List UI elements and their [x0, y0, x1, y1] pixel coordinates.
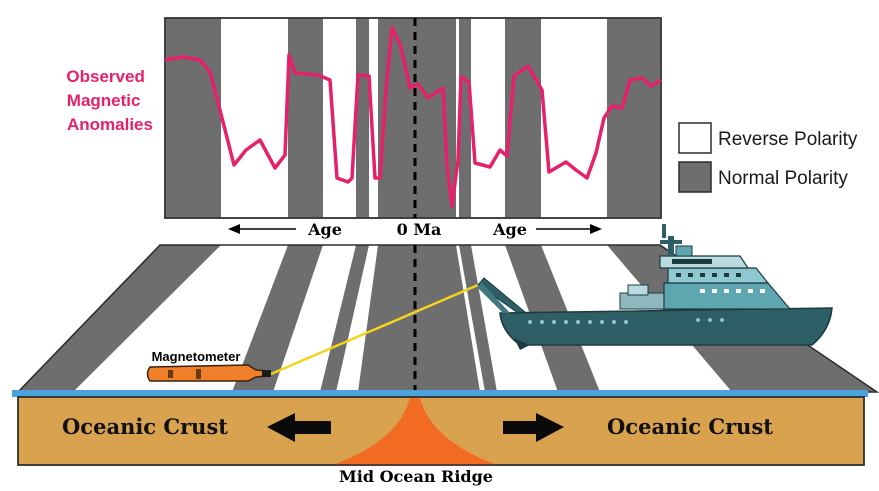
- research-vessel-icon: [477, 224, 833, 350]
- arrow-right-icon: [590, 224, 602, 234]
- crust-right-label: Oceanic Crust: [607, 414, 773, 439]
- polarity-stripes-panel: [164, 17, 662, 219]
- arrow-right-icon: [503, 413, 564, 442]
- normal-stripe: [356, 18, 369, 218]
- normal-stripe: [607, 18, 661, 218]
- magma-ridge-shape: [333, 397, 497, 465]
- crust-left-label: Oceanic Crust: [62, 414, 228, 439]
- arrow-left-icon: [267, 413, 331, 442]
- center-age-label: 0 Ma: [397, 220, 442, 239]
- anomaly-label-line: Observed: [66, 67, 144, 86]
- age-axis: Age 0 Ma Age: [228, 220, 602, 239]
- normal-stripe: [459, 18, 471, 218]
- ridge-label: Mid Ocean Ridge: [339, 467, 493, 486]
- legend-swatch-reverse: [678, 122, 712, 154]
- legend-reverse-label: Reverse Polarity: [718, 129, 858, 150]
- anomaly-label-line: Magnetic: [67, 91, 141, 110]
- anomaly-label: Observed Magnetic Anomalies: [66, 67, 153, 134]
- magnetic-anomaly-curve: [164, 26, 662, 208]
- tow-cable: [270, 283, 479, 376]
- legend-swatch-normal: [678, 161, 712, 193]
- magnetometer-label: Magnetometer: [152, 349, 241, 364]
- normal-stripe: [165, 18, 221, 218]
- sea-surface-line: [12, 390, 868, 397]
- legend-normal-label: Normal Polarity: [718, 168, 848, 189]
- age-right-label: Age: [492, 220, 527, 239]
- legend: Reverse Polarity Normal Polarity: [678, 122, 858, 193]
- age-left-label: Age: [307, 220, 342, 239]
- oceanic-crust-block: Oceanic Crust Oceanic Crust: [17, 396, 865, 466]
- normal-stripe: [288, 18, 323, 218]
- anomaly-label-line: Anomalies: [67, 115, 153, 134]
- magnetometer-icon: [146, 364, 271, 382]
- arrow-left-icon: [228, 224, 240, 234]
